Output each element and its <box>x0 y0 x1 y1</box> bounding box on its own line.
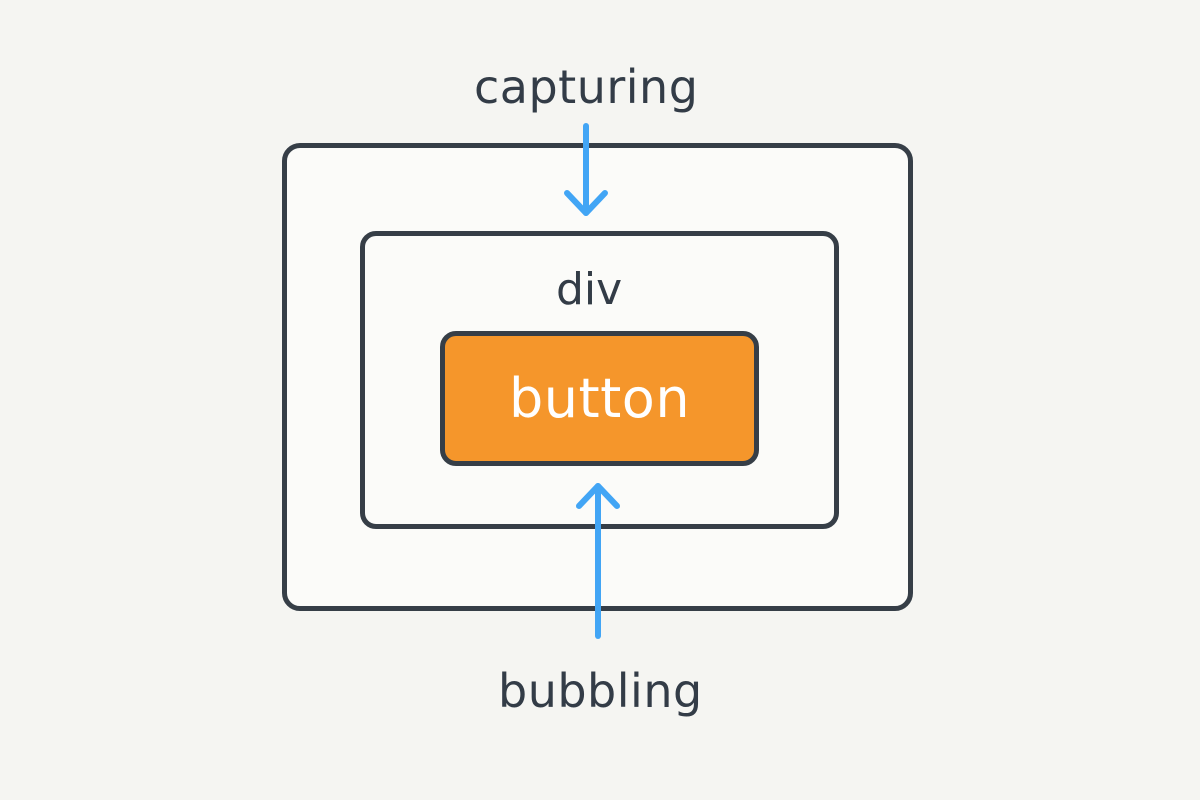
capturing-label: capturing <box>474 60 699 114</box>
bubbling-label: bubbling <box>498 664 703 718</box>
button-element: button <box>440 331 759 466</box>
div-label: div <box>556 264 623 315</box>
